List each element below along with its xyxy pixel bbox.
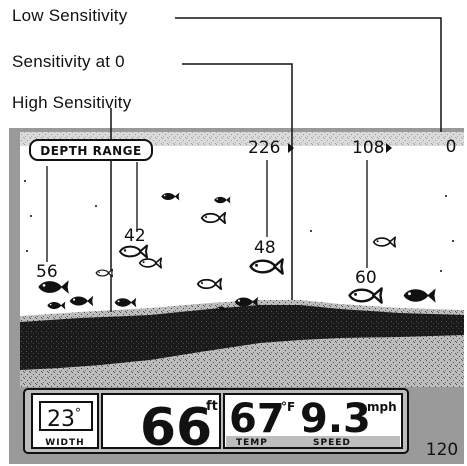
speed-value: 9.3 (300, 396, 371, 442)
sensitivity-zero-leader (182, 63, 293, 300)
triangle-right-icon (288, 143, 294, 153)
marker-108: 108 (352, 138, 384, 158)
temp-label: TEMP (236, 438, 268, 448)
scale-bottom-value: 120 (426, 440, 458, 460)
width-value-box (39, 401, 93, 431)
fish-depth-42: 42 (124, 226, 146, 246)
triangle-right-icon (386, 143, 392, 153)
fish-depth-60: 60 (355, 268, 377, 288)
depth-box (101, 393, 221, 449)
surface-noise (24, 180, 454, 272)
depth-range-text: DEPTH RANGE (40, 144, 141, 158)
fish-depth-48: 48 (254, 238, 276, 258)
temp-unit: °F (281, 400, 295, 414)
depth-range-badge (29, 139, 153, 161)
fish-depth-56: 56 (36, 262, 58, 282)
low-sensitivity-label: Low Sensitivity (12, 6, 128, 25)
sensitivity-zero-label: Sensitivity at 0 (12, 52, 125, 71)
speed-label: SPEED (313, 438, 351, 448)
speed-unit: mph (367, 400, 397, 414)
bottom-return-dark (20, 305, 464, 370)
temp-value: 67 (229, 396, 285, 442)
width-label: WIDTH (45, 438, 84, 448)
temp-label-bar (226, 436, 400, 447)
depth-unit: ft (206, 399, 218, 414)
width-value: 23° (47, 406, 81, 432)
low-sensitivity-leader (175, 17, 442, 132)
high-sensitivity-label: High Sensitivity (12, 93, 132, 112)
scale-top-value: 0 (446, 137, 457, 157)
fish-leader-lines (46, 160, 368, 268)
marker-226: 226 (248, 138, 280, 158)
depth-value: 66 (140, 398, 212, 458)
